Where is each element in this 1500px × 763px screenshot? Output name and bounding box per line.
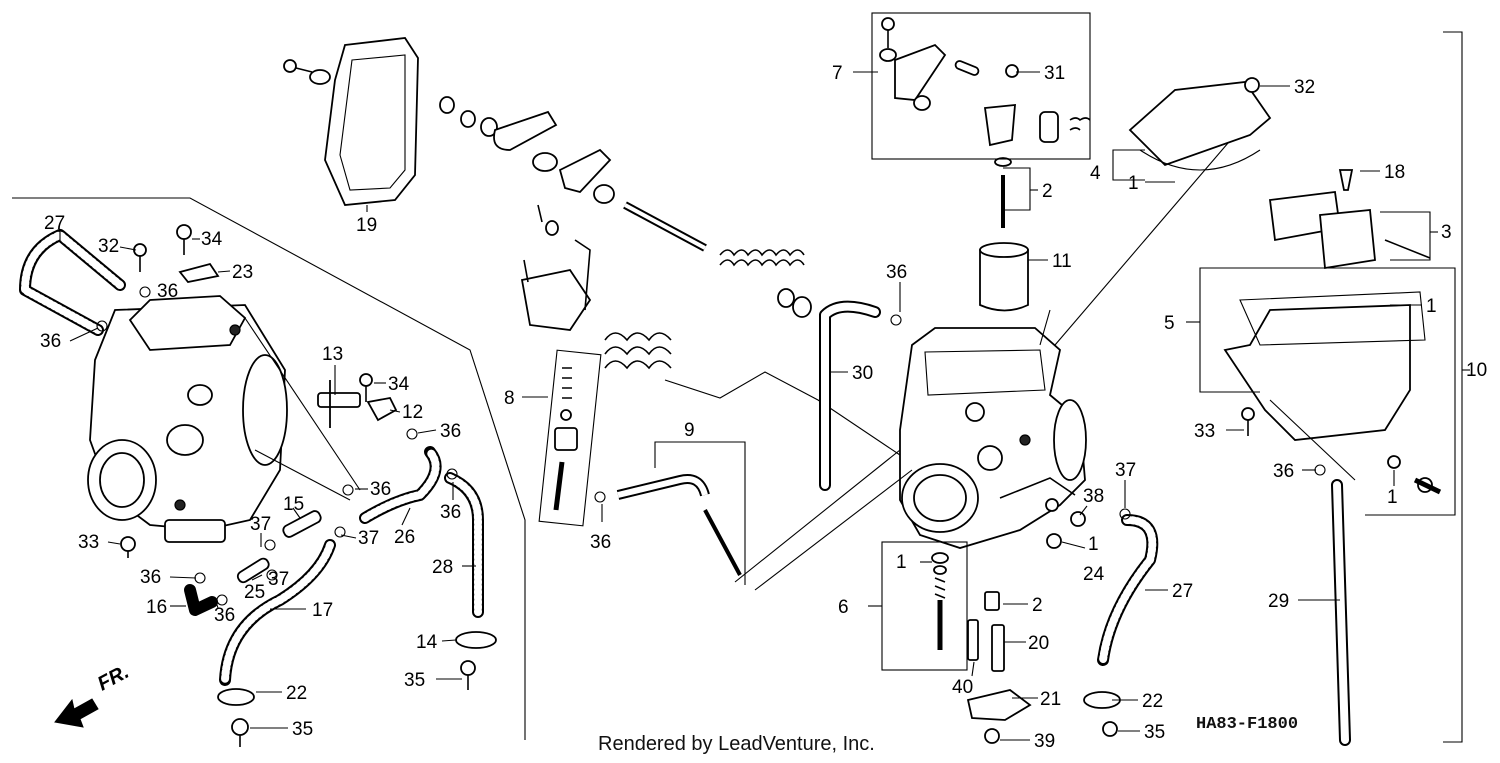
- callout-30: 30: [852, 363, 873, 384]
- callout-18: 18: [1384, 162, 1405, 183]
- callout-25: 25: [244, 582, 265, 603]
- callout-27: 27: [1172, 581, 1193, 602]
- callout-1: 1: [896, 552, 907, 573]
- callout-7: 7: [832, 63, 843, 84]
- callout-37: 37: [358, 528, 379, 549]
- callout-11: 11: [1052, 251, 1072, 272]
- callout-2: 2: [1042, 181, 1053, 202]
- callout-2: 2: [1032, 595, 1043, 616]
- callout-38: 38: [1083, 486, 1104, 507]
- callout-22: 22: [286, 683, 307, 704]
- callout-1: 1: [1426, 296, 1437, 317]
- callout-20: 20: [1028, 633, 1049, 654]
- callout-14: 14: [416, 632, 438, 653]
- callout-15: 15: [283, 494, 304, 515]
- callout-26: 26: [394, 527, 415, 548]
- callout-36: 36: [1273, 461, 1294, 482]
- callout-5: 5: [1164, 313, 1175, 334]
- assembled-carburetor-left: [12, 197, 526, 747]
- callout-35: 35: [404, 670, 425, 691]
- callout-36: 36: [886, 262, 907, 283]
- callout-leaders: [59, 71, 1470, 741]
- callout-3: 3: [1441, 222, 1452, 243]
- front-direction-arrow-icon: [54, 698, 99, 728]
- callout-1: 1: [1088, 534, 1099, 555]
- callout-39: 39: [1034, 731, 1055, 752]
- callout-24: 24: [1083, 564, 1105, 585]
- callout-labels: 27 32 34 23 36 36 19 13 34 12 36 36 36 2…: [40, 63, 1487, 752]
- callout-36: 36: [440, 502, 461, 523]
- top-cover-and-linkage: [283, 37, 901, 527]
- render-credit: Rendered by LeadVenture, Inc.: [598, 733, 875, 755]
- callout-34: 34: [388, 374, 410, 395]
- callout-36: 36: [140, 567, 161, 588]
- callout-10: 10: [1466, 360, 1487, 381]
- drawing-code: HA83-F1800: [1196, 715, 1299, 734]
- callout-6: 6: [838, 597, 849, 618]
- callout-36: 36: [440, 421, 461, 442]
- callout-33: 33: [1194, 421, 1215, 442]
- callout-8: 8: [504, 388, 515, 409]
- callout-35: 35: [292, 719, 313, 740]
- callout-4: 4: [1090, 163, 1101, 184]
- callout-12: 12: [402, 402, 423, 423]
- choke-linkage-box: [871, 12, 1091, 160]
- callout-1: 1: [1387, 487, 1398, 508]
- jets-and-lower-parts: [594, 300, 1159, 744]
- callout-32: 32: [98, 236, 119, 257]
- callout-36: 36: [214, 605, 235, 626]
- callout-36: 36: [157, 281, 178, 302]
- main-carburetor-body: [734, 114, 1253, 591]
- callout-31: 31: [1044, 63, 1065, 84]
- float-chamber-assembly: [1128, 31, 1463, 746]
- callout-22: 22: [1142, 691, 1163, 712]
- callout-16: 16: [146, 597, 167, 618]
- callout-23: 23: [232, 262, 253, 283]
- callout-32: 32: [1294, 77, 1315, 98]
- callout-34: 34: [201, 229, 223, 250]
- callout-36: 36: [590, 532, 611, 553]
- callout-13: 13: [322, 344, 343, 365]
- callout-9: 9: [684, 420, 695, 441]
- callout-21: 21: [1040, 689, 1061, 710]
- callout-37: 37: [1115, 460, 1136, 481]
- callout-35: 35: [1144, 722, 1165, 743]
- callout-37: 37: [250, 514, 271, 535]
- callout-17: 17: [312, 600, 333, 621]
- callout-28: 28: [432, 557, 453, 578]
- callout-40: 40: [952, 677, 973, 698]
- callout-19: 19: [356, 215, 377, 236]
- callout-29: 29: [1268, 591, 1289, 612]
- callout-36: 36: [40, 331, 61, 352]
- callout-36: 36: [370, 479, 391, 500]
- callout-1: 1: [1128, 173, 1139, 194]
- callout-37: 37: [268, 569, 289, 590]
- callout-33: 33: [78, 532, 99, 553]
- callout-27: 27: [44, 213, 65, 234]
